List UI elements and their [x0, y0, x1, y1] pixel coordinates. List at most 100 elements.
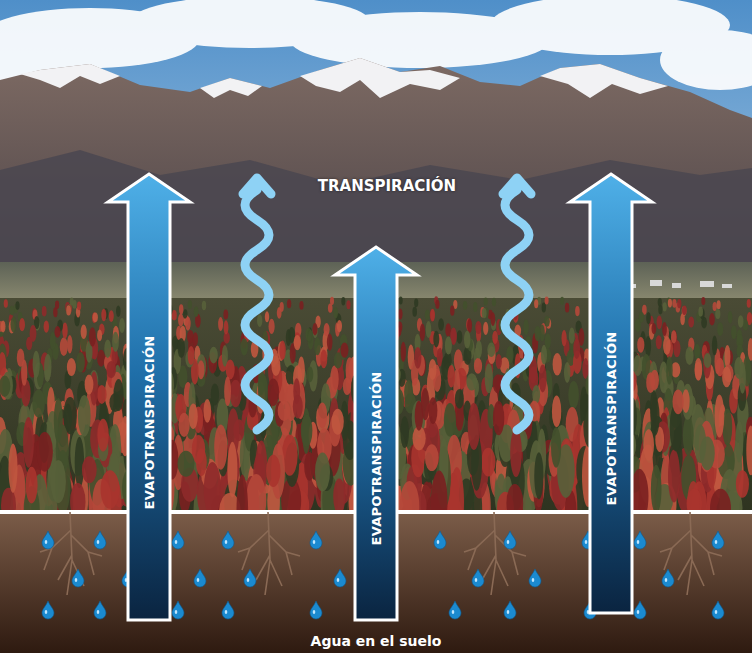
water-drop: [712, 601, 724, 619]
quinoa-plant: [404, 380, 413, 404]
water-drop: [172, 531, 184, 549]
quinoa-plant: [55, 326, 61, 338]
quinoa-plant: [633, 355, 642, 376]
quinoa-plant: [666, 356, 673, 384]
quinoa-plant: [425, 444, 439, 471]
quinoa-plant: [398, 309, 403, 320]
quinoa-plant: [178, 314, 183, 327]
quinoa-plant: [682, 306, 687, 316]
water-drop: [712, 531, 724, 549]
water-drop: [172, 601, 184, 619]
water-drop: [310, 601, 322, 619]
quinoa-plant: [475, 321, 481, 334]
quinoa-plant: [735, 421, 743, 463]
quinoa-plant: [89, 327, 96, 346]
drop-highlight: [225, 540, 228, 544]
quinoa-plant: [320, 350, 327, 369]
quinoa-plant: [430, 309, 435, 322]
quinoa-plant: [333, 307, 338, 319]
quinoa-plant: [313, 324, 318, 338]
quinoa-plant: [327, 334, 333, 351]
quinoa-plant: [430, 309, 435, 322]
arrow-label: EVAPOTRANSPIRACIÓN: [605, 331, 618, 505]
quinoa-plant: [682, 306, 687, 316]
quinoa-plant: [23, 417, 34, 468]
quinoa-plant: [485, 364, 493, 394]
water-drop: [72, 569, 84, 587]
arrow-body: [335, 247, 417, 620]
quinoa-plant: [539, 365, 547, 393]
quinoa-plant: [51, 460, 66, 503]
quinoa-plant: [715, 309, 720, 319]
quinoa-plant: [646, 312, 651, 324]
quinoa-plant: [70, 298, 74, 306]
quinoa-plant: [50, 332, 56, 350]
quinoa-plant: [204, 462, 221, 517]
quinoa-plant: [330, 366, 339, 393]
drop-highlight: [175, 540, 178, 544]
quinoa-plant: [106, 361, 116, 378]
quinoa-plant: [491, 312, 496, 326]
quinoa-plant: [484, 298, 488, 306]
drop-highlight: [585, 540, 588, 544]
quinoa-plant: [67, 358, 76, 376]
drop-highlight: [637, 540, 640, 544]
water-drop: [434, 531, 446, 549]
quinoa-plant: [187, 330, 194, 343]
quinoa-plant: [568, 381, 579, 409]
quinoa-plant: [341, 297, 345, 305]
quinoa-plant: [204, 399, 212, 423]
quinoa-plant: [551, 427, 561, 467]
arrow-label: EVAPOTRANSPIRACIÓN: [143, 335, 156, 509]
quinoa-plant: [433, 331, 439, 348]
drop-highlight: [313, 540, 316, 544]
quinoa-plant: [657, 315, 662, 329]
quinoa-plant: [412, 307, 417, 317]
quinoa-plant: [21, 359, 27, 385]
water-drop: [504, 601, 516, 619]
quinoa-plant: [257, 314, 262, 327]
quinoa-plant: [401, 342, 406, 362]
drop-highlight: [45, 610, 48, 614]
quinoa-plant: [66, 304, 71, 315]
quinoa-plant: [11, 317, 17, 332]
quinoa-plant: [77, 302, 81, 311]
quinoa-plant: [457, 330, 463, 343]
quinoa-plant: [553, 353, 562, 376]
quinoa-plant: [241, 338, 248, 355]
quinoa-plant: [55, 301, 59, 310]
quinoa-plant: [482, 308, 487, 318]
quinoa-plant: [415, 401, 423, 431]
quinoa-plant: [223, 310, 228, 320]
quinoa-plant: [343, 377, 351, 395]
quinoa-plant: [672, 299, 676, 308]
drop-highlight: [247, 578, 250, 582]
quinoa-plant: [435, 300, 439, 309]
drop-highlight: [452, 610, 455, 614]
quinoa-plant: [97, 350, 105, 367]
quinoa-plant: [317, 402, 327, 428]
water-drop: [42, 531, 54, 549]
drop-highlight: [337, 578, 340, 582]
quinoa-plant: [534, 452, 543, 499]
quinoa-plant: [717, 322, 723, 336]
evapotranspiration-arrow: EVAPOTRANSPIRACIÓN: [333, 245, 419, 622]
quinoa-plant: [179, 304, 183, 314]
quinoa-plant: [493, 401, 504, 435]
quinoa-plant: [492, 298, 496, 307]
quinoa-plant: [399, 296, 403, 304]
quinoa-plant: [301, 415, 313, 447]
quinoa-plant: [224, 377, 231, 407]
quinoa-plant: [93, 312, 98, 322]
quinoa-plant: [643, 429, 654, 461]
quinoa-plant: [33, 351, 40, 378]
quinoa-plant: [109, 310, 114, 322]
water-drop: [529, 569, 541, 587]
quinoa-plant: [211, 383, 219, 405]
water-drop: [310, 531, 322, 549]
water-drop: [472, 569, 484, 587]
quinoa-plant: [562, 330, 567, 346]
quinoa-plant: [269, 319, 275, 334]
quinoa-plant: [307, 367, 314, 383]
quinoa-plant: [97, 419, 108, 452]
